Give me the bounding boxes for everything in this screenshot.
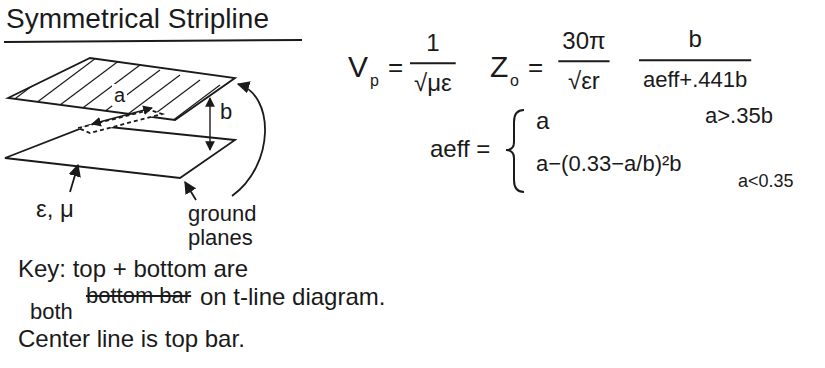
leader-line: [70, 165, 78, 192]
page-title: Symmetrical Stripline: [6, 4, 269, 35]
width-arrow: [92, 108, 152, 124]
note-text: Center line is top bar.: [18, 326, 245, 352]
formula-symbol: aeff =: [430, 136, 490, 162]
formula-numerator: b: [688, 26, 701, 52]
formula-numerator: 30π: [562, 28, 605, 54]
formula-symbol: V: [348, 50, 368, 83]
spacing-arrow: [209, 98, 210, 150]
formula-numerator: 1: [426, 30, 439, 56]
fraction-bar: [558, 60, 609, 62]
formula-operator: =: [528, 53, 543, 82]
note-text: on t-line diagram.: [200, 284, 385, 310]
formula-case: a−(0.33−a/b)²b: [536, 152, 682, 176]
curly-brace: [506, 110, 524, 192]
top-ground-plane: [8, 58, 235, 120]
title-underline: [4, 40, 302, 42]
fraction-bar: [639, 59, 751, 61]
part-label: ground planes: [188, 202, 280, 250]
fraction-bar: [410, 62, 456, 64]
leader-line: [232, 84, 265, 196]
formula-symbol: Z: [490, 50, 508, 83]
formula-condition: a>.35b: [705, 104, 773, 128]
formula-condition: a<0.35: [738, 172, 794, 192]
material-label: ε, μ: [36, 196, 74, 222]
bottom-ground-plane: [5, 125, 235, 178]
formula-subscript: o: [510, 72, 519, 90]
note-text: both: [30, 300, 73, 324]
formula-subscript: p: [370, 72, 379, 90]
note-text: Key: top + bottom are: [18, 256, 248, 282]
formula-case: a: [536, 108, 549, 134]
formula-denominator: √με: [414, 70, 452, 96]
struck-note-text: bottom bar: [86, 284, 191, 308]
formula-denominator: √εr: [568, 68, 600, 94]
leader-line: [185, 182, 196, 200]
formula-operator: =: [388, 53, 403, 82]
dimension-label: b: [218, 100, 234, 124]
dimension-label: a: [112, 84, 127, 106]
center-strip: [78, 110, 162, 133]
formula-denominator: aeff+.441b: [643, 68, 747, 92]
